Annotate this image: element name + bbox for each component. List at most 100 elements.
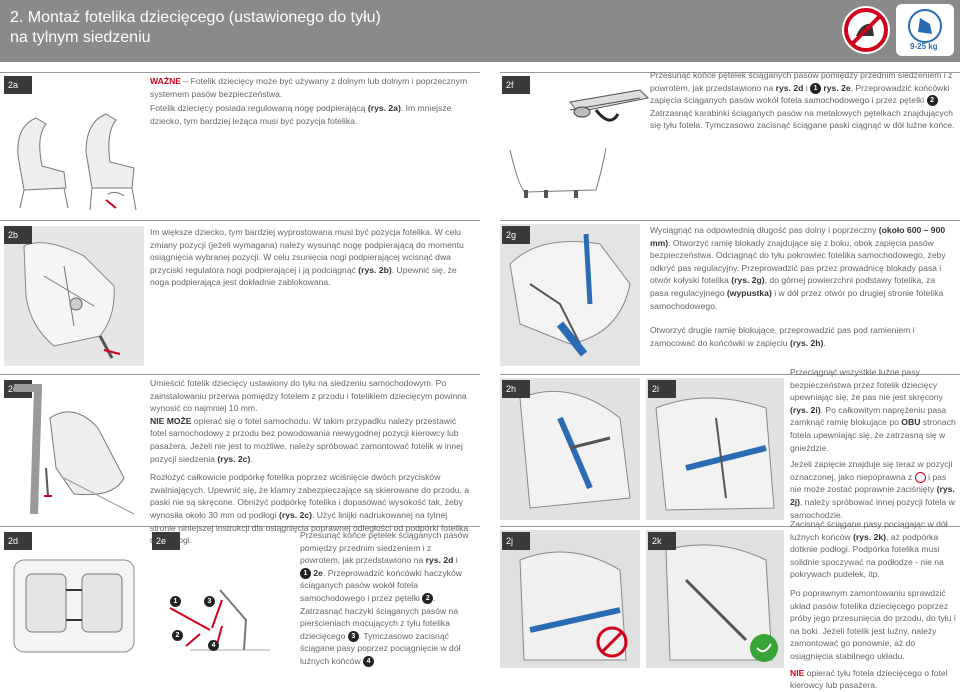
step-number-1: 1 — [170, 596, 181, 607]
text-run: Przeciągnąć wszystkie luźne pasy bezpiec… — [790, 367, 943, 403]
emphasis-text: OBU — [901, 417, 921, 428]
text-run: . Upewnić się, że noga podpierająca jest… — [150, 264, 457, 288]
figure-ref: (około 600 – 900 mm) — [650, 225, 946, 248]
figure-tag-2d: 2d — [4, 532, 32, 550]
figure-tag-2i: 2i — [648, 380, 676, 398]
step-number-3: 3 — [204, 596, 215, 607]
figure-ref: (rys. 2j) — [790, 484, 955, 507]
text-run: i — [803, 82, 811, 93]
page-title: 2. Montaż fotelika dziecięcego (ustawion… — [10, 8, 381, 48]
figure-tag-2g: 2g — [502, 226, 530, 244]
text-run: Fotelik dziecięcy posiada regulowaną nog… — [150, 103, 368, 114]
divider — [0, 374, 480, 375]
text-run: . Im mniejsze dziecko, tym bardziej leżą… — [150, 103, 452, 126]
text-run: Otworzyć drugie ramię blokujące, przepro… — [650, 325, 915, 348]
figure-tag-2j: 2j — [502, 532, 530, 550]
section-2a-text: WAŻNE – Fotelik dziecięcy może być używa… — [150, 75, 470, 127]
divider — [500, 374, 960, 375]
text-run: Im większe dziecko, tym bardziej wyprost… — [150, 227, 464, 275]
text-run: Jeżeli zapięcie znajduje się teraz w poz… — [790, 459, 953, 482]
section-2e-text: Przesunąć końce pętelek ściąganych pasów… — [300, 529, 470, 668]
text-run: Przesunąć końce pętelek ściąganych pasów… — [650, 70, 953, 93]
text-run: i — [453, 555, 458, 566]
figure-tag-2e: 2e — [152, 532, 180, 550]
figure-ref: (wypustka) — [726, 287, 772, 298]
text-run: Zatrzasnąć karabinki ściąganych pasów na… — [650, 107, 955, 131]
text-run: Wyciągnąć na odpowiednią długość pas dol… — [650, 225, 879, 235]
text-run: , należy spróbować innej pozycji fotela … — [790, 496, 955, 520]
title-line-2: na tylnym siedzeniu — [10, 29, 151, 46]
divider — [0, 72, 480, 73]
figure-ref: (rys. 2b) — [358, 264, 392, 275]
text-run: . Tymczasowo zacisnąć ściągane pasy popr… — [300, 630, 461, 666]
emphasis-text: NIE — [790, 667, 805, 678]
step-number-1: 1 — [300, 568, 311, 580]
text-run: stronach fotela upewniając się, że zatrz… — [790, 417, 956, 453]
text-run: . Przeprowadzić końcówki haczyków ściąga… — [300, 567, 462, 603]
figure-tag-2b: 2b — [4, 226, 32, 244]
figure-tag-2k: 2k — [648, 532, 676, 550]
correct-install-photo — [646, 530, 784, 668]
emphasis-text: NIE MOŻE — [150, 415, 192, 426]
step-number-4: 4 — [363, 656, 375, 668]
divider — [500, 220, 960, 221]
page-header: 2. Montaż fotelika dziecięcego (ustawion… — [0, 0, 960, 62]
figure-ref: (rys. 2a) — [367, 103, 401, 114]
text-run: i pas nie może zostać poprawnie zaciśnię… — [790, 471, 947, 495]
text-run: Zacisnąć ściągane pasy pociągając w dół … — [790, 519, 948, 542]
step-number-3: 3 — [347, 630, 359, 642]
seat-clearance-illustration — [14, 384, 135, 515]
text-run: . Zatrzasnąć haczyki ściąganych pasów na… — [300, 592, 459, 641]
step-number-2: 2 — [926, 95, 938, 107]
warning-text: – Fotelik dziecięcy może być używany z d… — [150, 76, 468, 99]
seat-recline-illustration — [17, 113, 137, 211]
car-seat-weight-icon: 9-25 kg — [896, 4, 954, 56]
lock-arm-photo — [500, 378, 640, 520]
text-run: , aż podpórka dotknie podłogi. Podpórka … — [790, 531, 944, 580]
divider — [500, 72, 960, 73]
weight-range-label: 9-25 kg — [910, 42, 938, 51]
text-run: . — [250, 453, 253, 464]
incorrect-mark-icon — [914, 471, 926, 483]
divider — [0, 526, 480, 527]
text-run: . — [823, 337, 826, 348]
text-run: opierać się o fotel samochodu. W takim p… — [150, 415, 463, 464]
text-run: . Po całkowitym naprężeniu pasa zamknąć … — [790, 404, 947, 428]
incorrect-buckle-photo — [500, 530, 640, 668]
text-run: . Przeprowadzić końcówki zapięcia ściąga… — [650, 82, 950, 106]
text-run: Umieścić fotelik dziecięcy ustawiony do … — [150, 378, 467, 414]
title-line-1: 2. Montaż fotelika dziecięcego (ustawion… — [10, 9, 381, 26]
figure-ref: rys. 2e — [821, 82, 851, 93]
step-number-1: 1 — [810, 82, 822, 94]
figure-tag-2f: 2f — [502, 76, 530, 94]
seat-leg-photo — [4, 226, 144, 366]
figure-tag-2a: 2a — [4, 76, 32, 94]
divider — [500, 526, 960, 527]
step-number-2: 2 — [422, 593, 434, 605]
figure-ref: (rys. 2i) — [790, 404, 821, 415]
figure-ref: rys. 2d — [775, 82, 804, 93]
figure-ref: rys. 2d — [425, 555, 454, 566]
figure-ref: (rys. 2g) — [731, 275, 765, 286]
section-2g-text: Wyciągnąć na odpowiednią długość pas dol… — [650, 224, 955, 349]
text-run: , do górnej powierzchni podstawy fotelik… — [650, 275, 936, 298]
step-number-4: 4 — [208, 640, 219, 651]
figure-tag-2h: 2h — [502, 380, 530, 398]
figure-ref: (rys. 2c) — [278, 509, 312, 520]
figure-ref: (rys. 2k) — [853, 531, 887, 542]
section-2i-text: Przeciągnąć wszystkie luźne pasy bezpiec… — [790, 366, 956, 521]
figure-ref: 2e — [313, 567, 323, 578]
text-run: i w dół przez otwór po drugiej stronie f… — [650, 287, 944, 311]
divider — [0, 220, 480, 221]
step-number-2: 2 — [172, 630, 183, 641]
seat-top-view-illustration — [13, 559, 135, 653]
figure-ref: (rys. 2c) — [217, 453, 251, 464]
text-run: . Otworzyć ramię blokady znajdujące się … — [650, 237, 946, 286]
figure-ref: (rys. 2h) — [789, 337, 824, 348]
text-run: Po poprawnym zamontowaniu sprawdzić ukła… — [790, 587, 956, 661]
no-front-seat-icon — [842, 6, 890, 54]
section-2f-text: Przesunąć końce pętelek ściąganych pasów… — [650, 69, 955, 132]
warning-label: WAŻNE — [150, 76, 182, 86]
text-run: Rozłożyć całkowicie podpórkę fotelika po… — [150, 472, 470, 520]
section-2c-text: Umieścić fotelik dziecięcy ustawiony do … — [150, 377, 470, 547]
